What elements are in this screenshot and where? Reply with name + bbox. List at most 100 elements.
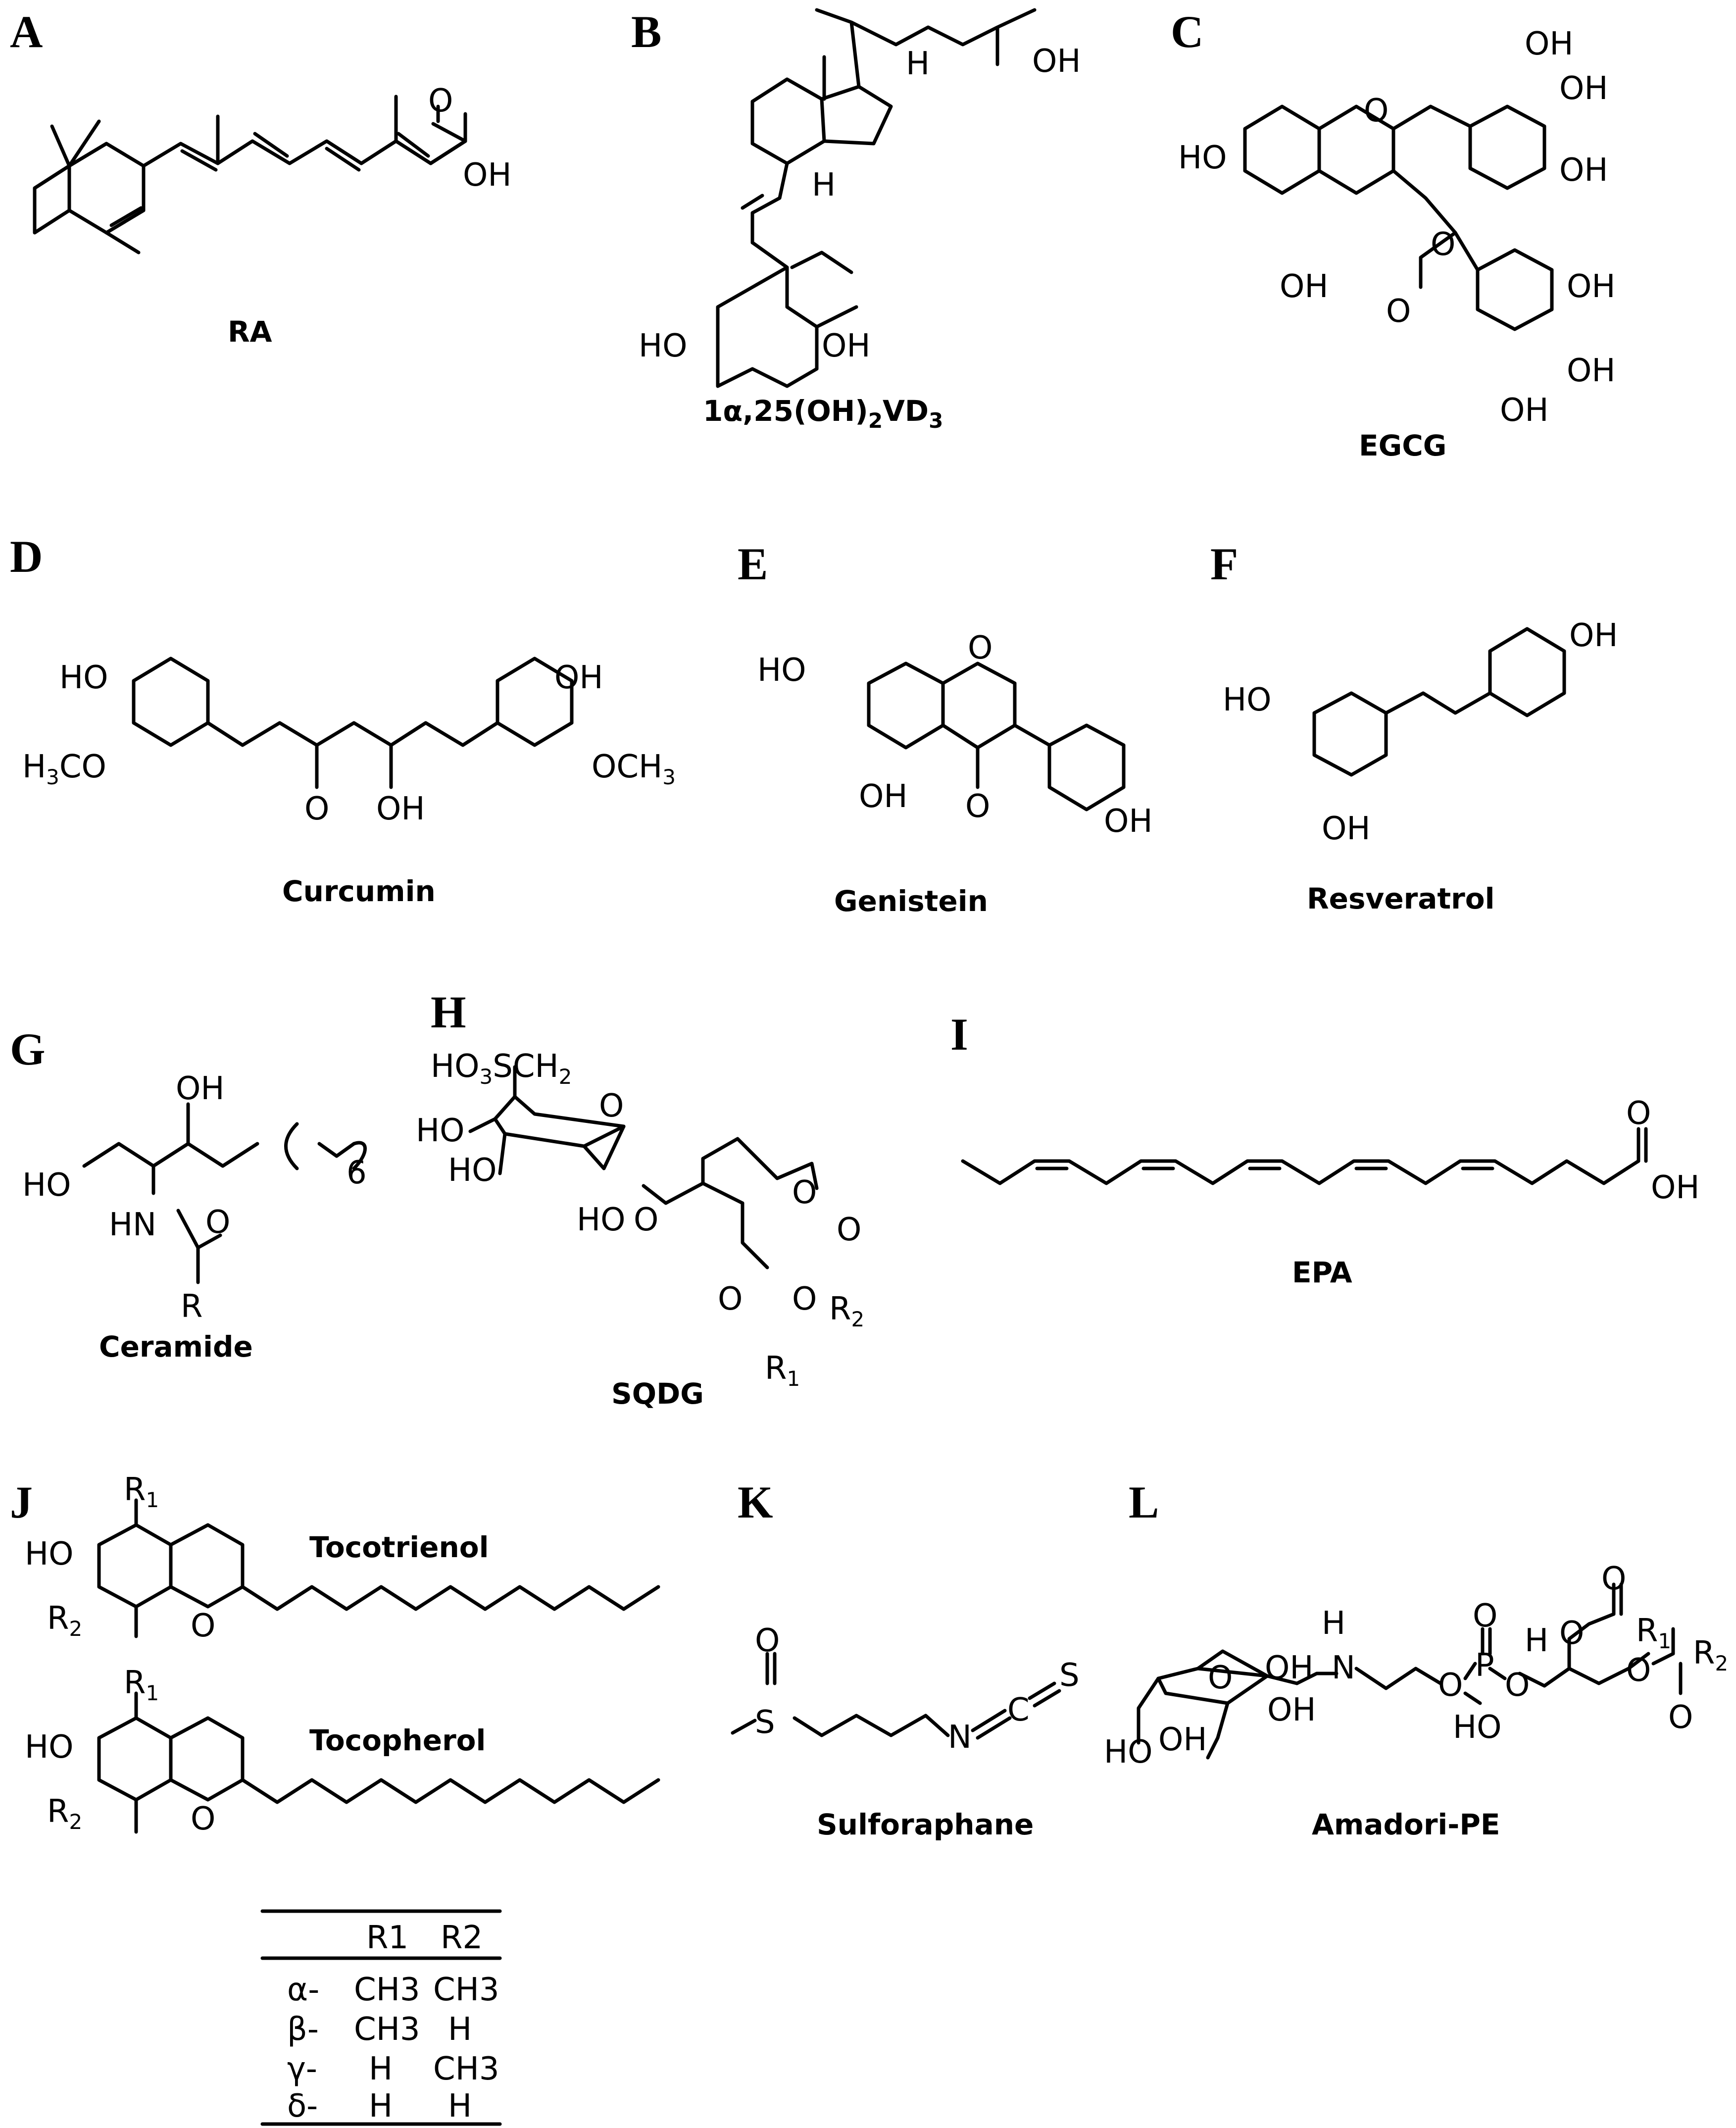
atom-ho-j2: HO [25, 1729, 74, 1766]
atom-o-h4: O [837, 1212, 861, 1248]
atom-oh-d1: OH [376, 791, 425, 827]
atom-o-c1: O [1364, 93, 1389, 129]
compound-name-sqdg: SQDG [611, 1377, 704, 1411]
atom-r2-j1: R2 [47, 1600, 82, 1641]
panel-letter-f: F [1210, 539, 1238, 589]
atom-oh-i: OH [1651, 1169, 1700, 1206]
atom-o-l6: O [1559, 1615, 1584, 1652]
atom-s-k2: S [1059, 1657, 1080, 1694]
atom-o-e1: O [968, 630, 992, 666]
atom-ho-d: HO [59, 659, 108, 696]
atom-oh-b2: OH [822, 328, 871, 364]
structure-egcg: O HO OH OH OH OH O O OH OH OH EGCG [1178, 26, 1616, 462]
table-cell: γ- [287, 2051, 317, 2087]
atom-o-l8: O [1668, 1699, 1693, 1736]
structure-tocotrienol: R1 HO R2 O Tocotrienol [25, 1471, 660, 1644]
atom-oh-c1: OH [1280, 268, 1329, 305]
atom-p-l: P [1475, 1647, 1494, 1684]
table-cell: α- [287, 1972, 319, 2008]
table-cell: H [448, 2011, 472, 2048]
panel-letter-c: C [1171, 6, 1203, 57]
structure-ra: O OH RA [33, 83, 512, 349]
structure-vd3: H H OH HO OH 1α,25(OH)2VD3 [639, 8, 1081, 433]
atom-oh-c3: OH [1559, 70, 1608, 107]
atom-oh-e1: OH [859, 778, 908, 815]
atom-oh-f2: OH [1322, 811, 1371, 847]
compound-name-resveratrol: Resveratrol [1307, 882, 1494, 915]
atom-o-k: O [755, 1622, 780, 1659]
atom-ho-l2: HO [1104, 1734, 1153, 1771]
atom-r2-h: R2 [829, 1291, 864, 1331]
atom-ho-l1: HO [1453, 1709, 1502, 1746]
atom-ho-h1: HO [416, 1113, 465, 1149]
atom-h3co: H3CO [22, 749, 106, 789]
structure-curcumin: HO H3CO O OH OH OCH3 Curcumin [22, 657, 676, 908]
compound-name-genistein: Genistein [834, 884, 988, 918]
panel-letter-d: D [10, 531, 43, 582]
atom-ho-b: HO [639, 328, 688, 364]
atom-ho-j1: HO [25, 1536, 74, 1572]
table-cell: β- [287, 2011, 319, 2048]
atom-o-h5: O [718, 1281, 743, 1317]
atom-o-h6: O [792, 1281, 817, 1317]
atom-s-k1: S [755, 1704, 775, 1741]
atom-h-b2: H [812, 167, 836, 203]
atom-hn-g: HN [109, 1207, 156, 1243]
atom-o-h3: O [792, 1174, 817, 1211]
tocopherol-table: R1 R2 α- CH3 CH3 β- CH3 H γ- H CH3 δ- H … [260, 1909, 502, 2126]
atom-o-i: O [1626, 1095, 1651, 1132]
atom-o-l2: O [1438, 1667, 1463, 1704]
compound-name-tocopherol: Tocopherol [309, 1723, 486, 1757]
atom-r2-j2: R2 [47, 1793, 82, 1834]
atom-n-l: N [1332, 1650, 1355, 1686]
atom-oh-d2: OH [554, 659, 603, 696]
atom-ho-h3: HO [577, 1202, 626, 1238]
atom-ho-c1: HO [1178, 140, 1227, 176]
structure-amadori-pe: OH O H N O O P O HO H O O R1 O R2 O HO O… [1104, 1561, 1728, 1841]
panel-letter-e: E [738, 539, 768, 589]
compound-name-curcumin: Curcumin [282, 874, 436, 908]
atom-o-l4: O [1505, 1667, 1530, 1704]
atom-r2-l: R2 [1693, 1635, 1728, 1675]
atom-r1-j2: R1 [124, 1665, 159, 1705]
structure-genistein: HO O OH O OH Genistein [757, 630, 1153, 918]
atom-ho-h2: HO [448, 1152, 497, 1189]
compound-name-egcg: EGCG [1359, 429, 1446, 462]
panel-letter-h: H [431, 987, 466, 1037]
atom-oh-l1: OH [1265, 1650, 1314, 1686]
atom-ho-g: HO [22, 1167, 71, 1204]
atom-oh-l2: OH [1158, 1722, 1207, 1758]
table-cell: δ- [287, 2088, 318, 2125]
compound-name-vd3: 1α,25(OH)2VD3 [703, 394, 943, 433]
compound-name-ra: RA [228, 315, 272, 349]
table-cell: CH3 [433, 2051, 499, 2087]
panel-letter-k: K [738, 1477, 773, 1527]
compound-name-tocotrienol: Tocotrienol [309, 1530, 489, 1564]
table-cell: CH3 [354, 1972, 420, 2008]
atom-r-g: R [181, 1288, 202, 1325]
atom-o-c3: O [1386, 293, 1411, 330]
atom-o-h2: O [634, 1202, 658, 1238]
structure-tocopherol: R1 HO R2 O Tocopherol [25, 1665, 660, 1837]
atom-o-j1: O [191, 1608, 215, 1644]
atom-o-g: O [205, 1204, 230, 1241]
atom-oh-e2: OH [1104, 803, 1153, 840]
table-cell: H [369, 2051, 393, 2087]
atom-oh-c2: OH [1525, 26, 1574, 62]
atom-o-h1: O [599, 1088, 624, 1124]
atom-oh-c6: OH [1567, 353, 1616, 389]
structure-sqdg: HO3SCH2 O HO HO HO O O O O O R2 R1 SQDG [416, 1048, 864, 1411]
atom-r1-h: R1 [765, 1350, 800, 1391]
panel-letter-b: B [631, 6, 661, 57]
atom-oh-f1: OH [1569, 617, 1618, 654]
atom-ho-e: HO [757, 652, 806, 689]
atom-h-b1: H [906, 46, 930, 82]
compound-name-sulforaphane: Sulforaphane [817, 1808, 1034, 1841]
atom-h-l2: H [1525, 1622, 1548, 1659]
compound-name-epa: EPA [1292, 1256, 1352, 1289]
table-cell: H [448, 2088, 472, 2125]
atom-och3: OCH3 [592, 749, 676, 789]
atom-o-c2: O [1431, 226, 1455, 263]
atom-oh-c5: OH [1567, 268, 1616, 305]
